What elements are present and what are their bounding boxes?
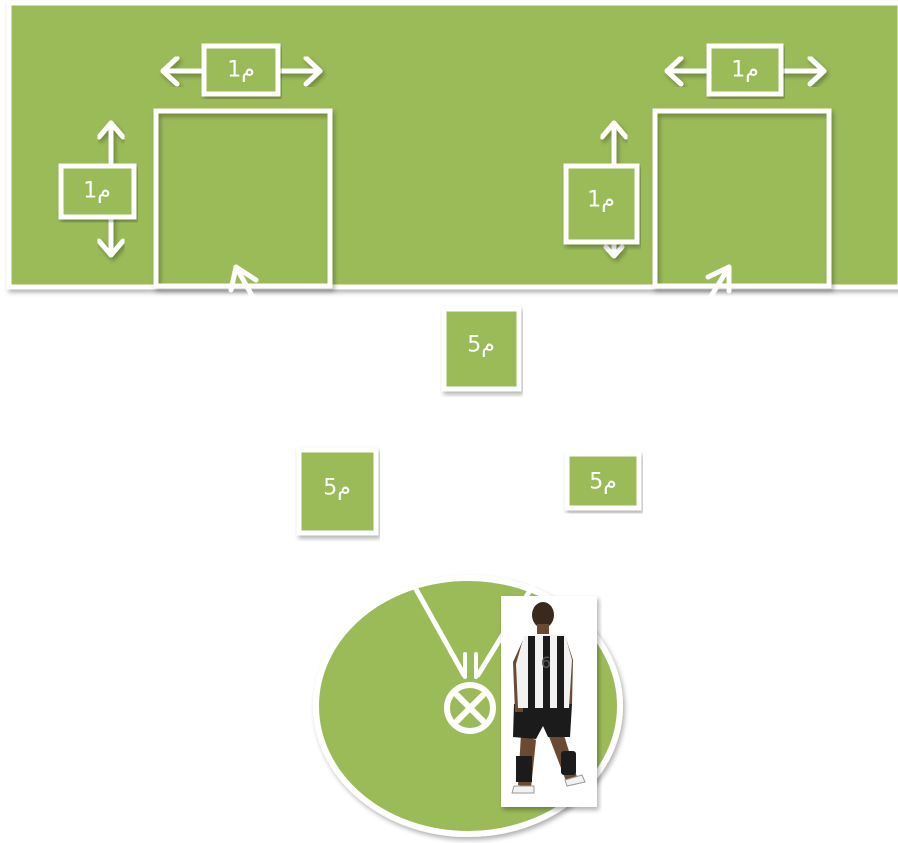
left-target-height-label: 1م	[58, 163, 137, 220]
svg-text:1م: 1م	[587, 188, 615, 213]
svg-text:1م: 1م	[227, 58, 255, 83]
svg-text:1م: 1م	[731, 58, 759, 83]
svg-text:5م: 5م	[589, 470, 617, 495]
start-marker-ticks	[463, 652, 478, 679]
svg-text:5م: 5م	[467, 333, 495, 358]
targets-distance-label: 5م	[441, 306, 522, 392]
left-shot-distance-label: 5م	[296, 447, 379, 536]
player-figure-icon: 6	[501, 596, 597, 807]
right-shot-distance-label: 5م	[564, 451, 642, 511]
circle-x-icon	[444, 682, 496, 734]
right-target-height-label: 1م	[563, 163, 640, 245]
right-target-width-label: 1م	[706, 43, 784, 97]
left-target-square	[153, 108, 333, 289]
svg-text:1م: 1م	[83, 179, 111, 204]
right-target-square	[652, 108, 832, 289]
svg-text:5م: 5م	[323, 476, 351, 501]
player-shirt-number: 6	[541, 653, 551, 672]
left-target-width-label: 1م	[201, 43, 281, 97]
